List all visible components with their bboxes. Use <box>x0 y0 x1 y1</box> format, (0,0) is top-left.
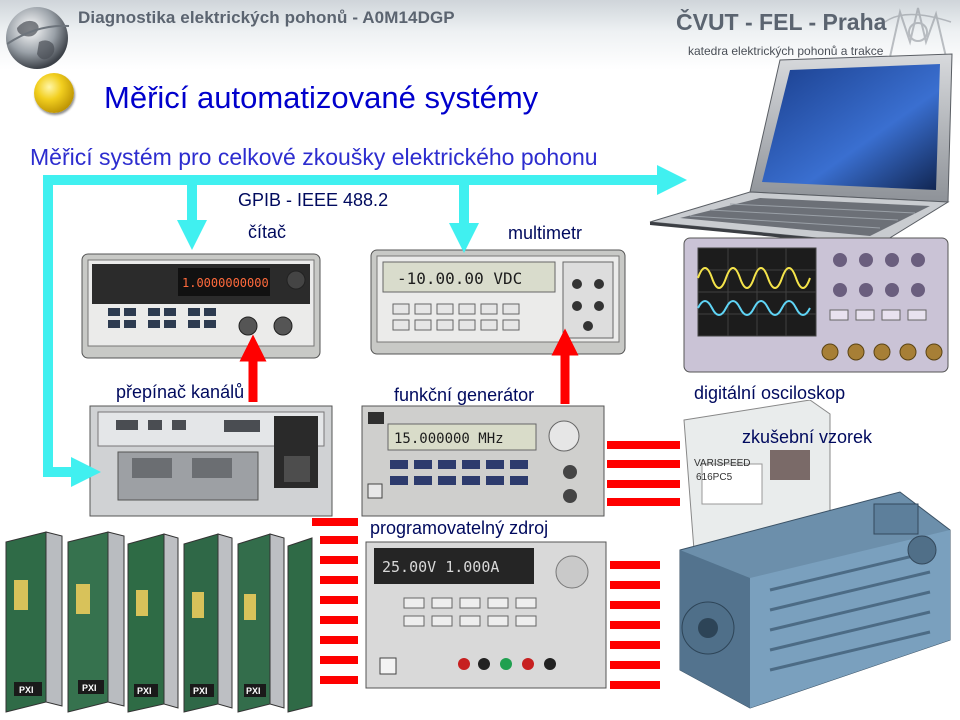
oscilloscope-label: digitální osciloskop <box>694 383 846 403</box>
course-title: Diagnostika elektrických pohonů - A0M14D… <box>78 8 455 27</box>
multimeter-instrument: -10.00.00 VDC <box>370 249 626 355</box>
counter-instrument: 1.0000000000 <box>81 253 321 359</box>
counter-display-text: 1.0000000000 <box>182 276 269 290</box>
pxi-badge: PXI <box>19 685 34 695</box>
channel-switch-instrument <box>89 405 333 517</box>
laptop-image <box>649 53 953 247</box>
title-bullet <box>34 73 74 113</box>
test-specimen-image: VARISPEED 616PC5 <box>679 400 951 709</box>
multimeter-display-text: -10.00.00 VDC <box>397 269 522 288</box>
generator-display-text: 15.000000 MHz <box>394 431 504 447</box>
organization-name: ČVUT - FEL - Praha <box>676 9 887 35</box>
supply-display-text: 25.00V 1.000A <box>382 558 499 576</box>
department-name: katedra elektrických pohonů a trakce <box>688 44 884 58</box>
university-crest-icon <box>884 7 952 58</box>
function-generator-label: funkční generátor <box>394 385 535 405</box>
drive-label: VARISPEED <box>694 458 751 469</box>
pxi-badge: PXI <box>137 686 152 696</box>
pxi-badge: PXI <box>82 683 97 693</box>
counter-label: čítač <box>248 222 287 242</box>
globe-icon <box>6 7 70 69</box>
function-generator-instrument: 15.000000 MHz <box>361 405 605 517</box>
pxi-badge: PXI <box>246 686 261 696</box>
pxi-modules-image: PXI PXI PXI PXI PXI <box>5 531 313 713</box>
test-specimen-label: zkušební vzorek <box>742 427 873 447</box>
oscilloscope-instrument <box>683 237 949 373</box>
header-bar <box>0 0 960 70</box>
power-supply-instrument: 25.00V 1.000A <box>365 541 607 689</box>
channel-switch-label: přepínač kanálů <box>116 382 245 402</box>
drive-model: 616PC5 <box>696 472 733 483</box>
slide-title: Měřicí automatizované systémy <box>104 80 539 115</box>
slide-subtitle: Měřicí systém pro celkové zkoušky elektr… <box>30 144 598 170</box>
power-supply-label: programovatelný zdroj <box>370 518 549 538</box>
bus-label: GPIB - IEEE 488.2 <box>238 190 389 210</box>
multimeter-label: multimetr <box>508 223 583 243</box>
pxi-badge: PXI <box>193 686 208 696</box>
